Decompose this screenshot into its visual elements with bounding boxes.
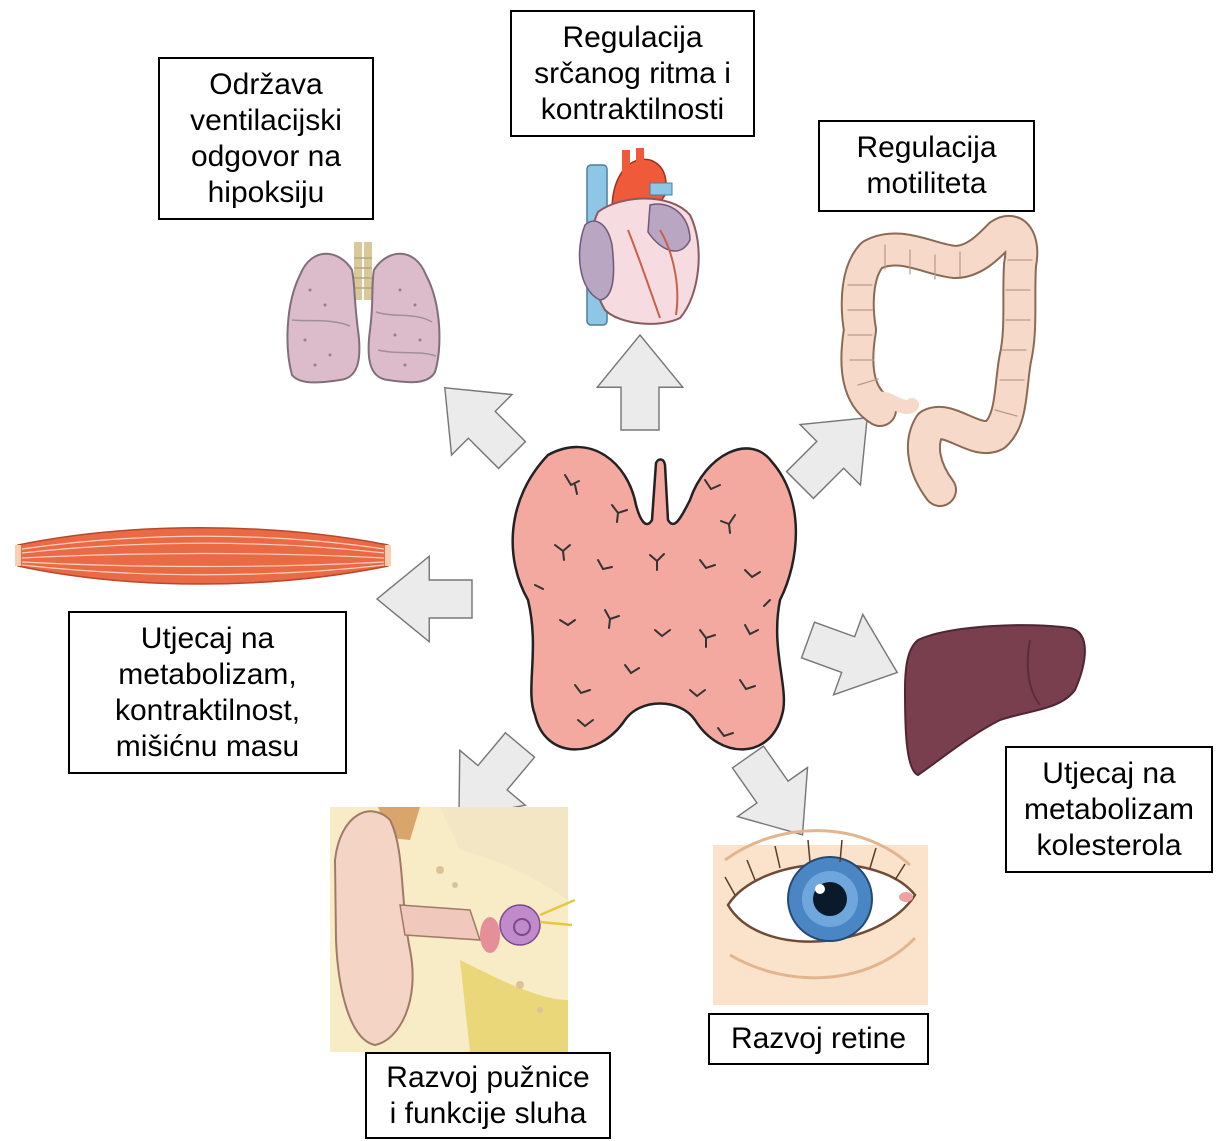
thyroid-icon	[513, 447, 796, 749]
heart-icon	[580, 148, 699, 325]
label-heart: Regulacija srčanog ritma i kontraktilnos…	[510, 10, 755, 137]
label-lungs-line-2: ventilacijski	[160, 103, 372, 139]
label-liver: Utjecaj na metabolizam kolesterola	[1005, 746, 1213, 873]
label-lungs-line-3: odgovor na	[160, 139, 372, 175]
colon-icon	[848, 232, 1032, 490]
label-lungs: Održava ventilacijski odgovor na hipoksi…	[158, 57, 374, 220]
lungs-icon	[287, 242, 439, 382]
ear-icon	[330, 807, 575, 1052]
label-muscle-line-2: metabolizam,	[70, 657, 345, 693]
muscle-icon	[18, 528, 388, 584]
label-lungs-line-4: hipoksiju	[160, 175, 372, 211]
label-muscle-line-1: Utjecaj na	[70, 621, 345, 657]
label-ear-line-2: i funkcije sluha	[367, 1096, 609, 1132]
label-muscle-line-3: kontraktilnost,	[70, 693, 345, 729]
label-eye-line-1: Razvoj retine	[710, 1021, 927, 1057]
label-muscle: Utjecaj na metabolizam, kontraktilnost, …	[68, 611, 347, 774]
arrow-to-eye	[713, 732, 838, 859]
label-muscle-line-4: mišićnu masu	[70, 729, 345, 765]
label-liver-line-3: kolesterola	[1007, 828, 1211, 864]
label-heart-line-3: kontraktilnosti	[512, 92, 753, 128]
label-heart-line-1: Regulacija	[512, 20, 753, 56]
label-ear-line-1: Razvoj pužnice	[367, 1060, 609, 1096]
label-colon-line-1: Regulacija	[820, 130, 1033, 166]
label-colon: Regulacija motiliteta	[818, 120, 1035, 212]
label-lungs-line-1: Održava	[160, 67, 372, 103]
label-colon-line-2: motiliteta	[820, 166, 1033, 202]
label-ear: Razvoj pužnice i funkcije sluha	[365, 1052, 611, 1139]
arrow-to-heart	[597, 335, 683, 430]
arrow-to-liver	[793, 600, 912, 713]
arrow-to-muscle	[377, 556, 472, 642]
label-liver-line-1: Utjecaj na	[1007, 756, 1211, 792]
label-liver-line-2: metabolizam	[1007, 792, 1211, 828]
eye-icon	[713, 831, 928, 1005]
label-eye: Razvoj retine	[708, 1013, 929, 1065]
label-heart-line-2: srčanog ritma i	[512, 56, 753, 92]
arrow-to-lungs	[415, 358, 543, 486]
